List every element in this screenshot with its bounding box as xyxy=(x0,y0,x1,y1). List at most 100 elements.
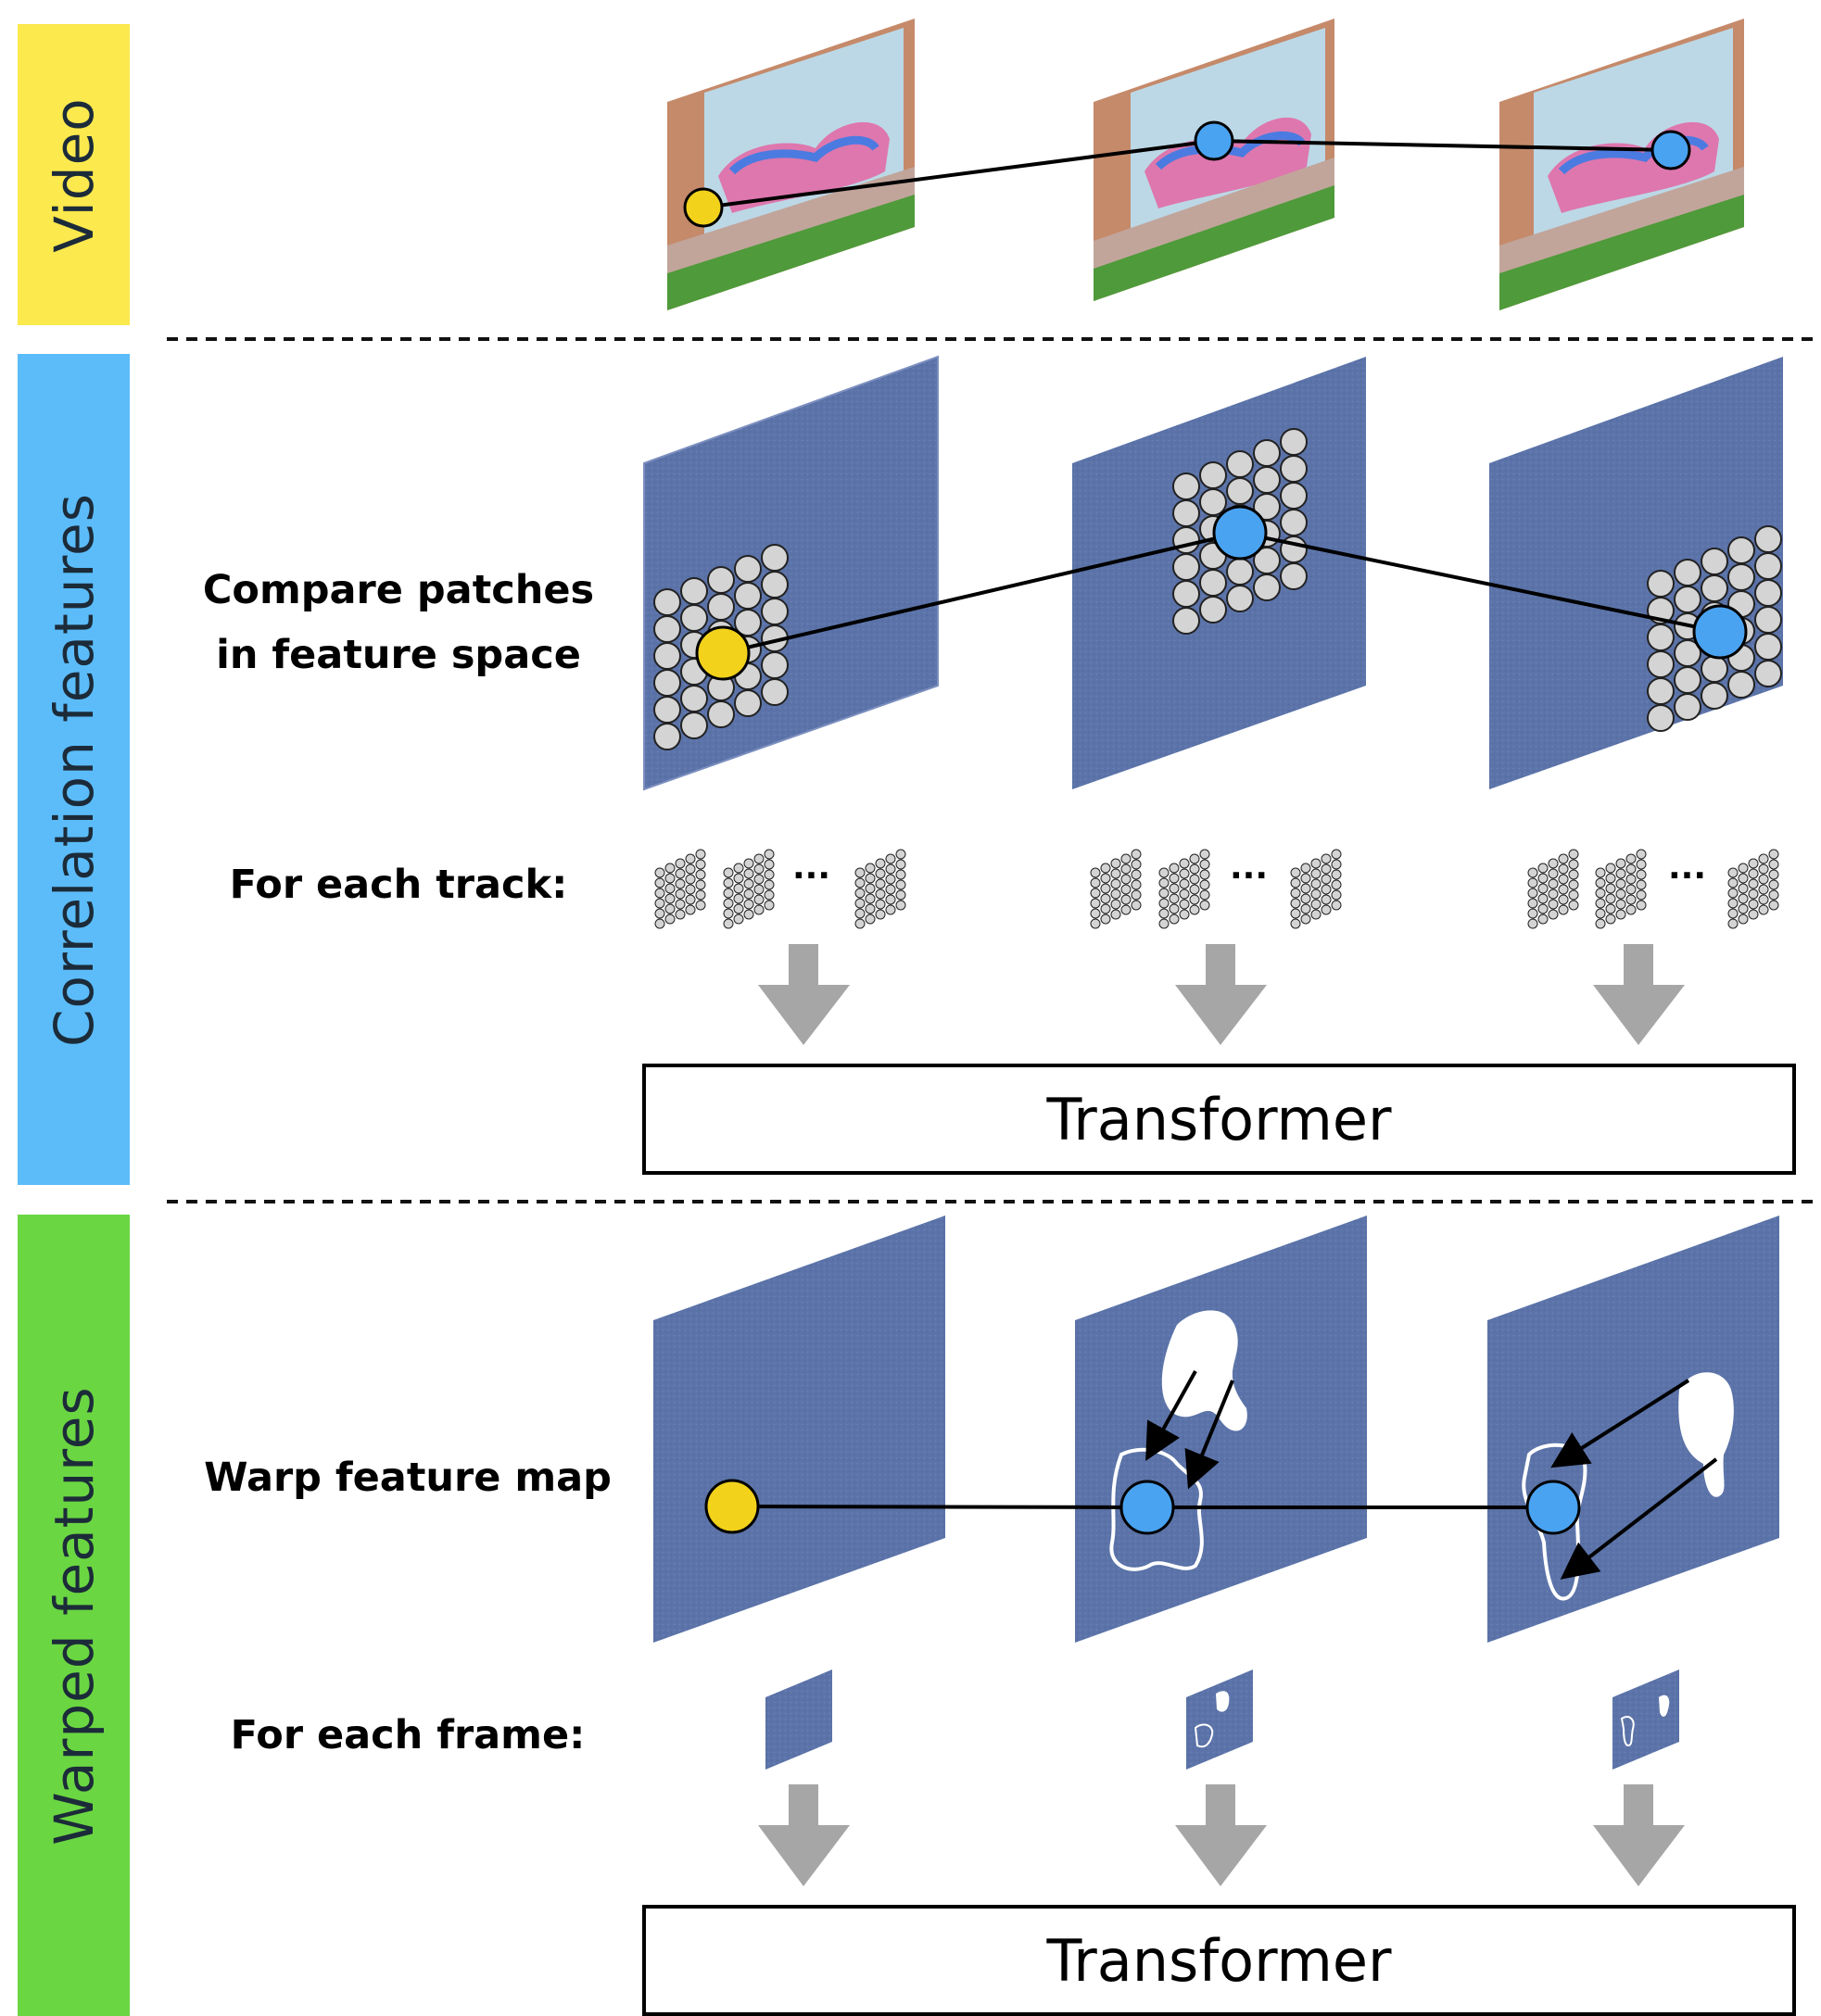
patch-circle xyxy=(885,853,896,864)
down-arrow-corr-1 xyxy=(758,944,850,1045)
patch-circle xyxy=(1100,893,1111,904)
patch-circle xyxy=(895,849,906,860)
patch-circle xyxy=(707,566,735,594)
section-band-warped: Warped features xyxy=(18,1215,130,2016)
small-patch-grid-5 xyxy=(1158,849,1210,929)
warped-track-point-2 xyxy=(1119,1480,1175,1535)
patch-circle xyxy=(1738,903,1749,914)
small-patch-grid-8 xyxy=(1595,849,1647,929)
patch-circle xyxy=(723,877,734,888)
down-arrow-corr-2 xyxy=(1175,944,1267,1045)
patch-circle xyxy=(1179,878,1190,889)
patch-circle xyxy=(685,884,696,895)
patch-circle xyxy=(854,877,866,888)
patch-circle xyxy=(1636,869,1647,880)
patch-circle xyxy=(1738,893,1749,904)
patch-circle xyxy=(1290,908,1301,919)
patch-circle xyxy=(743,868,754,879)
for-each-track-label: For each track: xyxy=(229,862,568,908)
down-arrow-warp-2 xyxy=(1175,1784,1267,1886)
patch-circle xyxy=(1674,559,1701,586)
patch-circle xyxy=(854,918,866,929)
patch-circle xyxy=(885,863,896,875)
patch-circle xyxy=(764,900,775,911)
patch-circle xyxy=(761,678,789,706)
patch-circle xyxy=(1758,894,1769,905)
small-patch-grid-9 xyxy=(1727,849,1779,929)
patch-circle xyxy=(675,899,686,910)
patch-circle xyxy=(1321,894,1332,905)
transformer-box-correlation: Transformer xyxy=(642,1064,1796,1175)
patch-circle xyxy=(1131,869,1142,880)
patch-circle xyxy=(1253,573,1281,601)
patch-circle xyxy=(1738,883,1749,894)
video-query-point xyxy=(683,187,724,228)
patch-circle xyxy=(743,858,754,869)
patch-circle xyxy=(695,849,706,860)
patch-circle xyxy=(1748,858,1759,869)
patch-circle xyxy=(875,909,886,920)
patch-circle xyxy=(1090,918,1101,929)
patch-circle xyxy=(1636,900,1647,911)
patch-circle xyxy=(1758,884,1769,895)
patch-circle xyxy=(865,873,876,884)
patch-circle xyxy=(654,908,665,919)
patch-circle xyxy=(1615,868,1626,879)
patch-circle xyxy=(1321,884,1332,895)
patch-circle xyxy=(664,903,676,914)
patch-circle xyxy=(1768,849,1779,860)
patch-circle xyxy=(653,723,681,750)
patch-circle xyxy=(1748,909,1759,920)
correlation-track-point-3 xyxy=(1692,604,1748,660)
patch-circle xyxy=(1120,874,1132,885)
patch-circle xyxy=(875,888,886,900)
patch-circle xyxy=(653,615,681,643)
patch-circle xyxy=(764,849,775,860)
patch-circle xyxy=(1647,624,1675,651)
warped-feature-map-1 xyxy=(653,1216,945,1643)
patch-circle xyxy=(1199,859,1210,870)
patch-circle xyxy=(1727,671,1755,699)
patch-circle xyxy=(1179,899,1190,910)
patch-circle xyxy=(1110,899,1121,910)
patch-circle xyxy=(1290,898,1301,909)
patch-circle xyxy=(865,893,876,904)
patch-circle xyxy=(1199,488,1227,516)
patch-circle xyxy=(1321,863,1332,875)
patch-circle xyxy=(1110,858,1121,869)
patch-circle xyxy=(1226,450,1254,478)
patch-circle xyxy=(1331,900,1342,911)
warped-feature-map-2 xyxy=(1075,1216,1367,1643)
patch-circle xyxy=(707,593,735,621)
patch-circle xyxy=(1131,879,1142,890)
patch-circle xyxy=(1179,868,1190,879)
patch-circle xyxy=(1605,883,1616,894)
patch-circle xyxy=(761,598,789,625)
patch-circle xyxy=(675,878,686,889)
patch-circle xyxy=(1172,472,1200,500)
patch-circle xyxy=(1727,867,1739,878)
patch-circle xyxy=(854,888,866,899)
patch-circle xyxy=(1568,869,1579,880)
patch-circle xyxy=(1625,904,1637,915)
patch-circle xyxy=(1758,853,1769,864)
frame-thumbnail-1 xyxy=(765,1670,832,1770)
video-track-point-3 xyxy=(1650,130,1691,170)
patch-circle xyxy=(1310,858,1321,869)
patch-circle xyxy=(1090,908,1101,919)
patch-circle xyxy=(1625,853,1637,864)
patch-circle xyxy=(1090,898,1101,909)
patch-circle xyxy=(695,859,706,870)
patch-circle xyxy=(1605,903,1616,914)
patch-circle xyxy=(653,642,681,670)
patch-circle xyxy=(1331,869,1342,880)
patch-circle xyxy=(733,914,744,925)
patch-circle xyxy=(1701,574,1728,602)
ellipsis-3: ··· xyxy=(1668,857,1707,895)
patch-circle xyxy=(1754,579,1782,607)
patch-circle xyxy=(675,858,686,869)
patch-circle xyxy=(1754,660,1782,687)
patch-circle xyxy=(1568,859,1579,870)
patch-circle xyxy=(654,898,665,909)
patch-circle xyxy=(1558,904,1569,915)
